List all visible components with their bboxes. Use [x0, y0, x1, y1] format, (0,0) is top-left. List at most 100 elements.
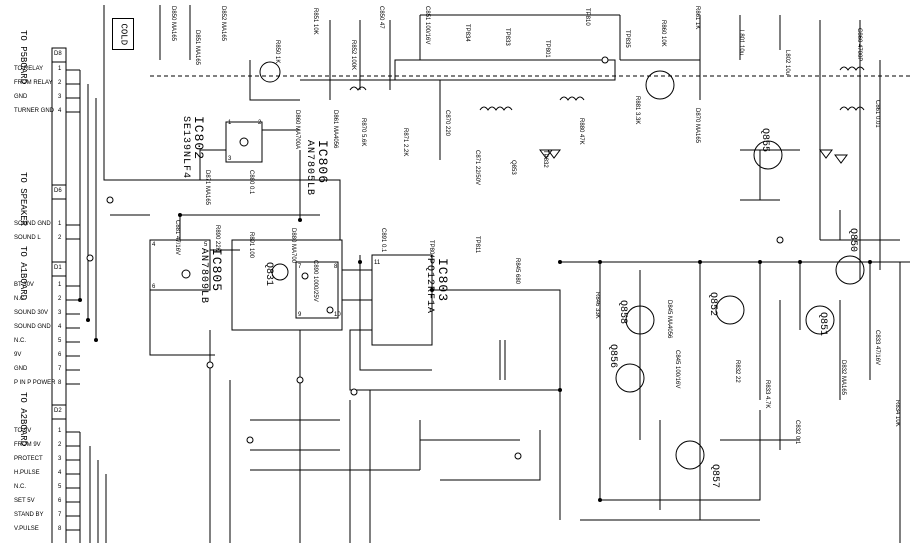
part-label: L802 10u	[784, 50, 790, 76]
connector-pin-label: PROTECT	[14, 456, 43, 462]
connector-pin-number: 1	[58, 428, 62, 434]
connector-pin-number: 7	[58, 512, 62, 518]
connector-pin-number: 4	[58, 108, 62, 114]
connector-pin-label: V.PULSE	[14, 526, 39, 532]
part-label: R861 1K	[694, 6, 700, 30]
cold-ground-badge: COLD	[112, 18, 134, 50]
part-label: R850 1K	[274, 40, 280, 64]
part-label: D870 MA165	[694, 108, 700, 144]
part-label: D845 MA4056	[666, 300, 672, 339]
connector-pin-label: P IN P POWER	[14, 380, 56, 386]
connector-pin-number: 4	[58, 470, 62, 476]
ic-pin-number: 6	[152, 284, 156, 290]
part-label: TP801	[544, 40, 550, 58]
connector-pin-number: 6	[58, 498, 62, 504]
part-label: R834 10K	[894, 400, 900, 427]
part-label: R880 47K	[578, 118, 584, 145]
connector-pin-label: SOUND 30V	[14, 310, 49, 316]
connector-pin-label: TO 9V	[14, 428, 32, 434]
connector-pin-number: 8	[58, 380, 62, 386]
connector-pin-number: 1	[58, 282, 62, 288]
connector-pin-number: 6	[58, 352, 62, 358]
part-label: D852 MA165	[220, 6, 226, 42]
connector-pin-label: N.C.	[14, 484, 26, 490]
connector-pin-label: FROM RELAY	[14, 80, 53, 86]
connector-pin-number: 5	[58, 484, 62, 490]
connector-pin-number: 4	[58, 324, 62, 330]
part-label: C870 220	[444, 110, 450, 137]
connector-pin-label: GND	[14, 366, 28, 372]
connector-pin-label: SOUND L	[14, 235, 41, 241]
transistor-q855: Q855	[759, 128, 770, 153]
connector-pin-label: SOUND GND	[14, 221, 51, 227]
transistor-q852: Q852	[707, 292, 718, 317]
part-label: C851 100/16V	[424, 6, 430, 45]
part-label: R891 100	[248, 232, 254, 259]
part-label: D871 MA165	[204, 170, 210, 206]
part-label: D832 MA165	[840, 360, 846, 396]
part-label: C850 47	[378, 6, 384, 29]
ic-pin-number: 10	[334, 312, 341, 318]
connector-pin-label: N.C.	[14, 338, 26, 344]
connector-pin-label: FROM 9V	[14, 442, 41, 448]
connector-speaker-label: TO SPEAKER	[18, 172, 28, 227]
part-label: TP811	[474, 236, 480, 254]
connector-pin-label: STAND BY	[14, 512, 44, 518]
part-label: C832 0.1	[794, 420, 800, 445]
connector-pin-number: 2	[58, 235, 62, 241]
connector-pin-number: 3	[58, 456, 62, 462]
part-label: TP810	[584, 8, 590, 26]
part-label: D880 MA700	[290, 228, 296, 264]
part-label: TP835	[624, 30, 630, 48]
ic-pin-number: 3	[228, 156, 232, 162]
part-label: TP804	[428, 240, 434, 258]
part-label: TP834	[464, 24, 470, 42]
transistor-q831: Q831	[263, 262, 274, 287]
part-label: C861 0.01	[874, 100, 880, 128]
part-label: R881 3.3K	[634, 96, 640, 125]
part-label: C845 100/16V	[674, 350, 680, 389]
connector-pin-number: 2	[58, 80, 62, 86]
connector-pin-number: 8	[58, 526, 62, 532]
part-label: L801 10u	[738, 30, 744, 56]
connector-pin-number: 1	[58, 221, 62, 227]
ic-pin-number: 11	[374, 260, 381, 266]
ic-pin-number: 2	[258, 120, 262, 126]
part-label: R890 22K	[214, 225, 220, 252]
part-label: C891 0.1	[380, 228, 386, 253]
part-label: R851 10K	[312, 8, 318, 35]
connector-pin-label: BT 30V	[14, 282, 34, 288]
connector-p5-label: TO P5BOARD	[18, 30, 28, 85]
ic-pin-number: 8	[334, 264, 338, 270]
transistor-q857: Q857	[709, 464, 720, 489]
connector-pin-number: 1	[58, 66, 62, 72]
connector-a2-label: TO A2BOARD	[18, 392, 28, 447]
connector-pin-number: 5	[58, 338, 62, 344]
connector-p5-id: D8	[54, 51, 62, 57]
part-label: R845 680	[514, 258, 520, 285]
transistor-q850: Q850	[847, 228, 858, 253]
part-label: Q853	[510, 160, 516, 175]
part-label: C880 0.1	[248, 170, 254, 195]
connector-pin-label: TO RELAY	[14, 66, 44, 72]
connector-pin-number: 2	[58, 442, 62, 448]
connector-pin-label: N.C.	[14, 296, 26, 302]
part-label: TP833	[504, 28, 510, 46]
part-label: C860 4700P	[856, 28, 862, 62]
part-label: D860 MA700A	[294, 110, 300, 150]
ic-pin-number: 9	[298, 312, 302, 318]
part-label: C871 22/50V	[474, 150, 480, 186]
connector-pin-label: GND	[14, 94, 28, 100]
part-label: R832 22	[734, 360, 740, 383]
connector-pin-label: SOUND GND	[14, 324, 51, 330]
connector-pin-label: 9V	[14, 352, 22, 358]
transistor-q851: Q851	[817, 312, 828, 337]
connector-d2-id: D2	[54, 408, 62, 414]
ic-pin-number: 5	[204, 242, 208, 248]
ic-pin-number: 4	[152, 242, 156, 248]
